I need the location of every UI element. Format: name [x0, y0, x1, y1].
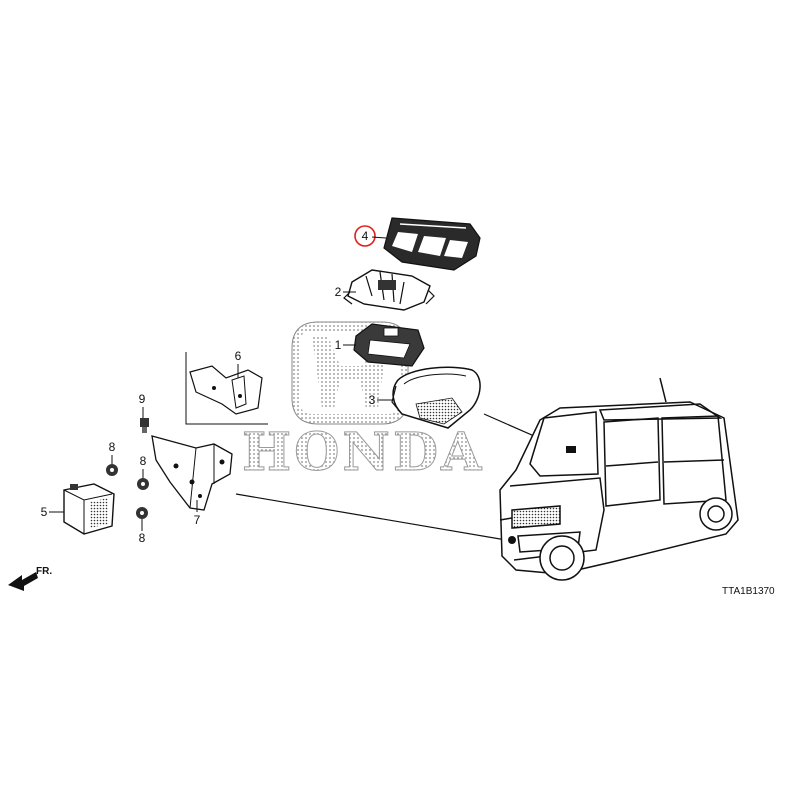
front-indicator-label: FR.	[36, 566, 52, 577]
highlight-circle	[354, 225, 376, 247]
part-7-radar-bracket[interactable]	[151, 435, 233, 511]
vehicle-illustration	[499, 377, 739, 581]
callout-2[interactable]: 2	[335, 285, 342, 299]
callout-6[interactable]: 6	[235, 349, 242, 363]
callout-3[interactable]: 3	[369, 393, 376, 407]
part-5-radar-unit[interactable]	[63, 483, 115, 535]
brand-text-watermark: HONDA	[242, 422, 484, 483]
diagram-code: TTA1B1370	[722, 586, 775, 597]
callout-8c[interactable]: 8	[139, 531, 146, 545]
part-1-camera-unit[interactable]	[353, 323, 425, 367]
leader-line-4	[371, 236, 387, 239]
part-3-camera-cover[interactable]	[391, 366, 481, 429]
part-4-top-cover[interactable]	[383, 217, 481, 271]
front-direction-arrow	[8, 572, 38, 591]
callout-8a[interactable]: 8	[109, 440, 116, 454]
callout-8b[interactable]: 8	[140, 454, 147, 468]
part-2-bracket[interactable]	[343, 269, 435, 311]
part-8-nut-a[interactable]	[106, 464, 118, 476]
part-8-nut-c[interactable]	[136, 507, 148, 519]
part-6-bracket-box[interactable]	[185, 352, 268, 425]
callout-7[interactable]: 7	[194, 513, 201, 527]
callout-5[interactable]: 5	[41, 505, 48, 519]
radar-location-marker	[508, 536, 516, 544]
leader-line-radar-location	[235, 493, 507, 541]
callout-9[interactable]: 9	[139, 392, 146, 406]
callout-1[interactable]: 1	[335, 338, 342, 352]
part-8-nut-b[interactable]	[137, 478, 149, 490]
camera-location-marker	[566, 446, 576, 453]
part-9-bolt[interactable]	[140, 418, 149, 433]
callout-4[interactable]: 4	[362, 229, 369, 243]
